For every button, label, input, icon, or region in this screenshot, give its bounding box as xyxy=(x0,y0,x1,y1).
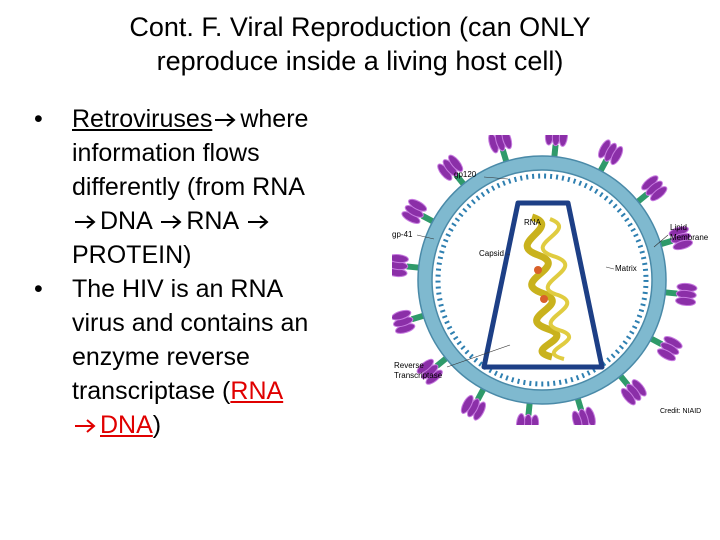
dna-highlight: DNA xyxy=(72,411,153,439)
rna-strand xyxy=(540,217,572,361)
membrane-inner-edge xyxy=(431,169,653,391)
arrow-right-icon xyxy=(75,419,96,434)
dna-red-text: DNA xyxy=(100,411,153,439)
bullet1-line: differently (from RNA xyxy=(72,173,305,201)
label-reverse: Reverse xyxy=(394,361,424,370)
label-capsid: Capsid xyxy=(479,249,504,258)
matrix-layer xyxy=(435,173,649,387)
arrow-right-icon xyxy=(215,113,236,128)
label-transcriptase: Transcriptase xyxy=(394,371,443,380)
membrane-outer-edge xyxy=(417,155,667,405)
glycoprotein-spike xyxy=(616,372,647,406)
bullet-retroviruses: • Retroviruses where information flows di… xyxy=(34,102,384,272)
bullet-list: • Retroviruses where information flows di… xyxy=(34,102,384,442)
lipid-membrane xyxy=(418,156,666,404)
bullet-hiv: • The HIV is an RNA virus and contains a… xyxy=(34,272,384,442)
capsid-cone xyxy=(481,200,605,370)
dna-text: DNA xyxy=(100,207,152,235)
rna-text: RNA xyxy=(186,207,238,235)
rna-highlight: RNA xyxy=(230,377,284,405)
reverse-transcriptase-dot xyxy=(534,266,542,274)
rna-strand xyxy=(523,213,561,361)
label-gp41: gp-41 xyxy=(392,230,413,239)
glycoprotein-spike xyxy=(597,139,624,174)
glycoprotein-spike xyxy=(392,253,421,278)
hiv-virion-diagram: gp120 RNA gp-41 Lipid Membrane Capsid Ma… xyxy=(392,135,709,425)
label-leader-lines xyxy=(416,176,669,368)
bullet1-line: information flows xyxy=(72,139,260,167)
bullet2-line: virus and contains an xyxy=(72,309,309,337)
label-membrane: Membrane xyxy=(670,233,709,242)
reverse-transcriptase-dot xyxy=(540,295,548,303)
bullet1-line: PROTEIN) xyxy=(72,241,192,269)
glycoprotein-spike xyxy=(657,226,693,251)
bullet-dot: • xyxy=(34,275,43,303)
bullet2-line: The HIV is an RNA xyxy=(72,275,284,303)
closing-paren: ) xyxy=(152,411,162,439)
retroviruses-term: Retroviruses xyxy=(72,105,213,133)
label-rna: RNA xyxy=(524,218,542,227)
glycoprotein-spike xyxy=(663,282,698,307)
bullet2-line: transcriptase ( xyxy=(72,377,231,405)
label-matrix: Matrix xyxy=(615,264,637,273)
bullet2-line: enzyme reverse xyxy=(72,343,250,371)
glycoprotein-spike xyxy=(544,135,569,159)
arrow-right-icon xyxy=(75,215,96,230)
label-gp120: gp120 xyxy=(454,170,477,179)
label-lipid: Lipid xyxy=(670,223,687,232)
slide-title: Cont. F. Viral Reproduction (can ONLY re… xyxy=(0,10,720,78)
title-line-2: reproduce inside a living host cell) xyxy=(156,46,564,76)
bullet-dot: • xyxy=(34,105,43,133)
title-line-1: Cont. F. Viral Reproduction (can ONLY xyxy=(129,12,591,42)
bullet1-text: where xyxy=(240,105,309,133)
arrow-right-icon xyxy=(161,215,182,230)
arrow-right-icon xyxy=(247,215,269,230)
label-credit: Credit: NIAID xyxy=(660,408,701,415)
glycoprotein-spike xyxy=(515,401,540,425)
